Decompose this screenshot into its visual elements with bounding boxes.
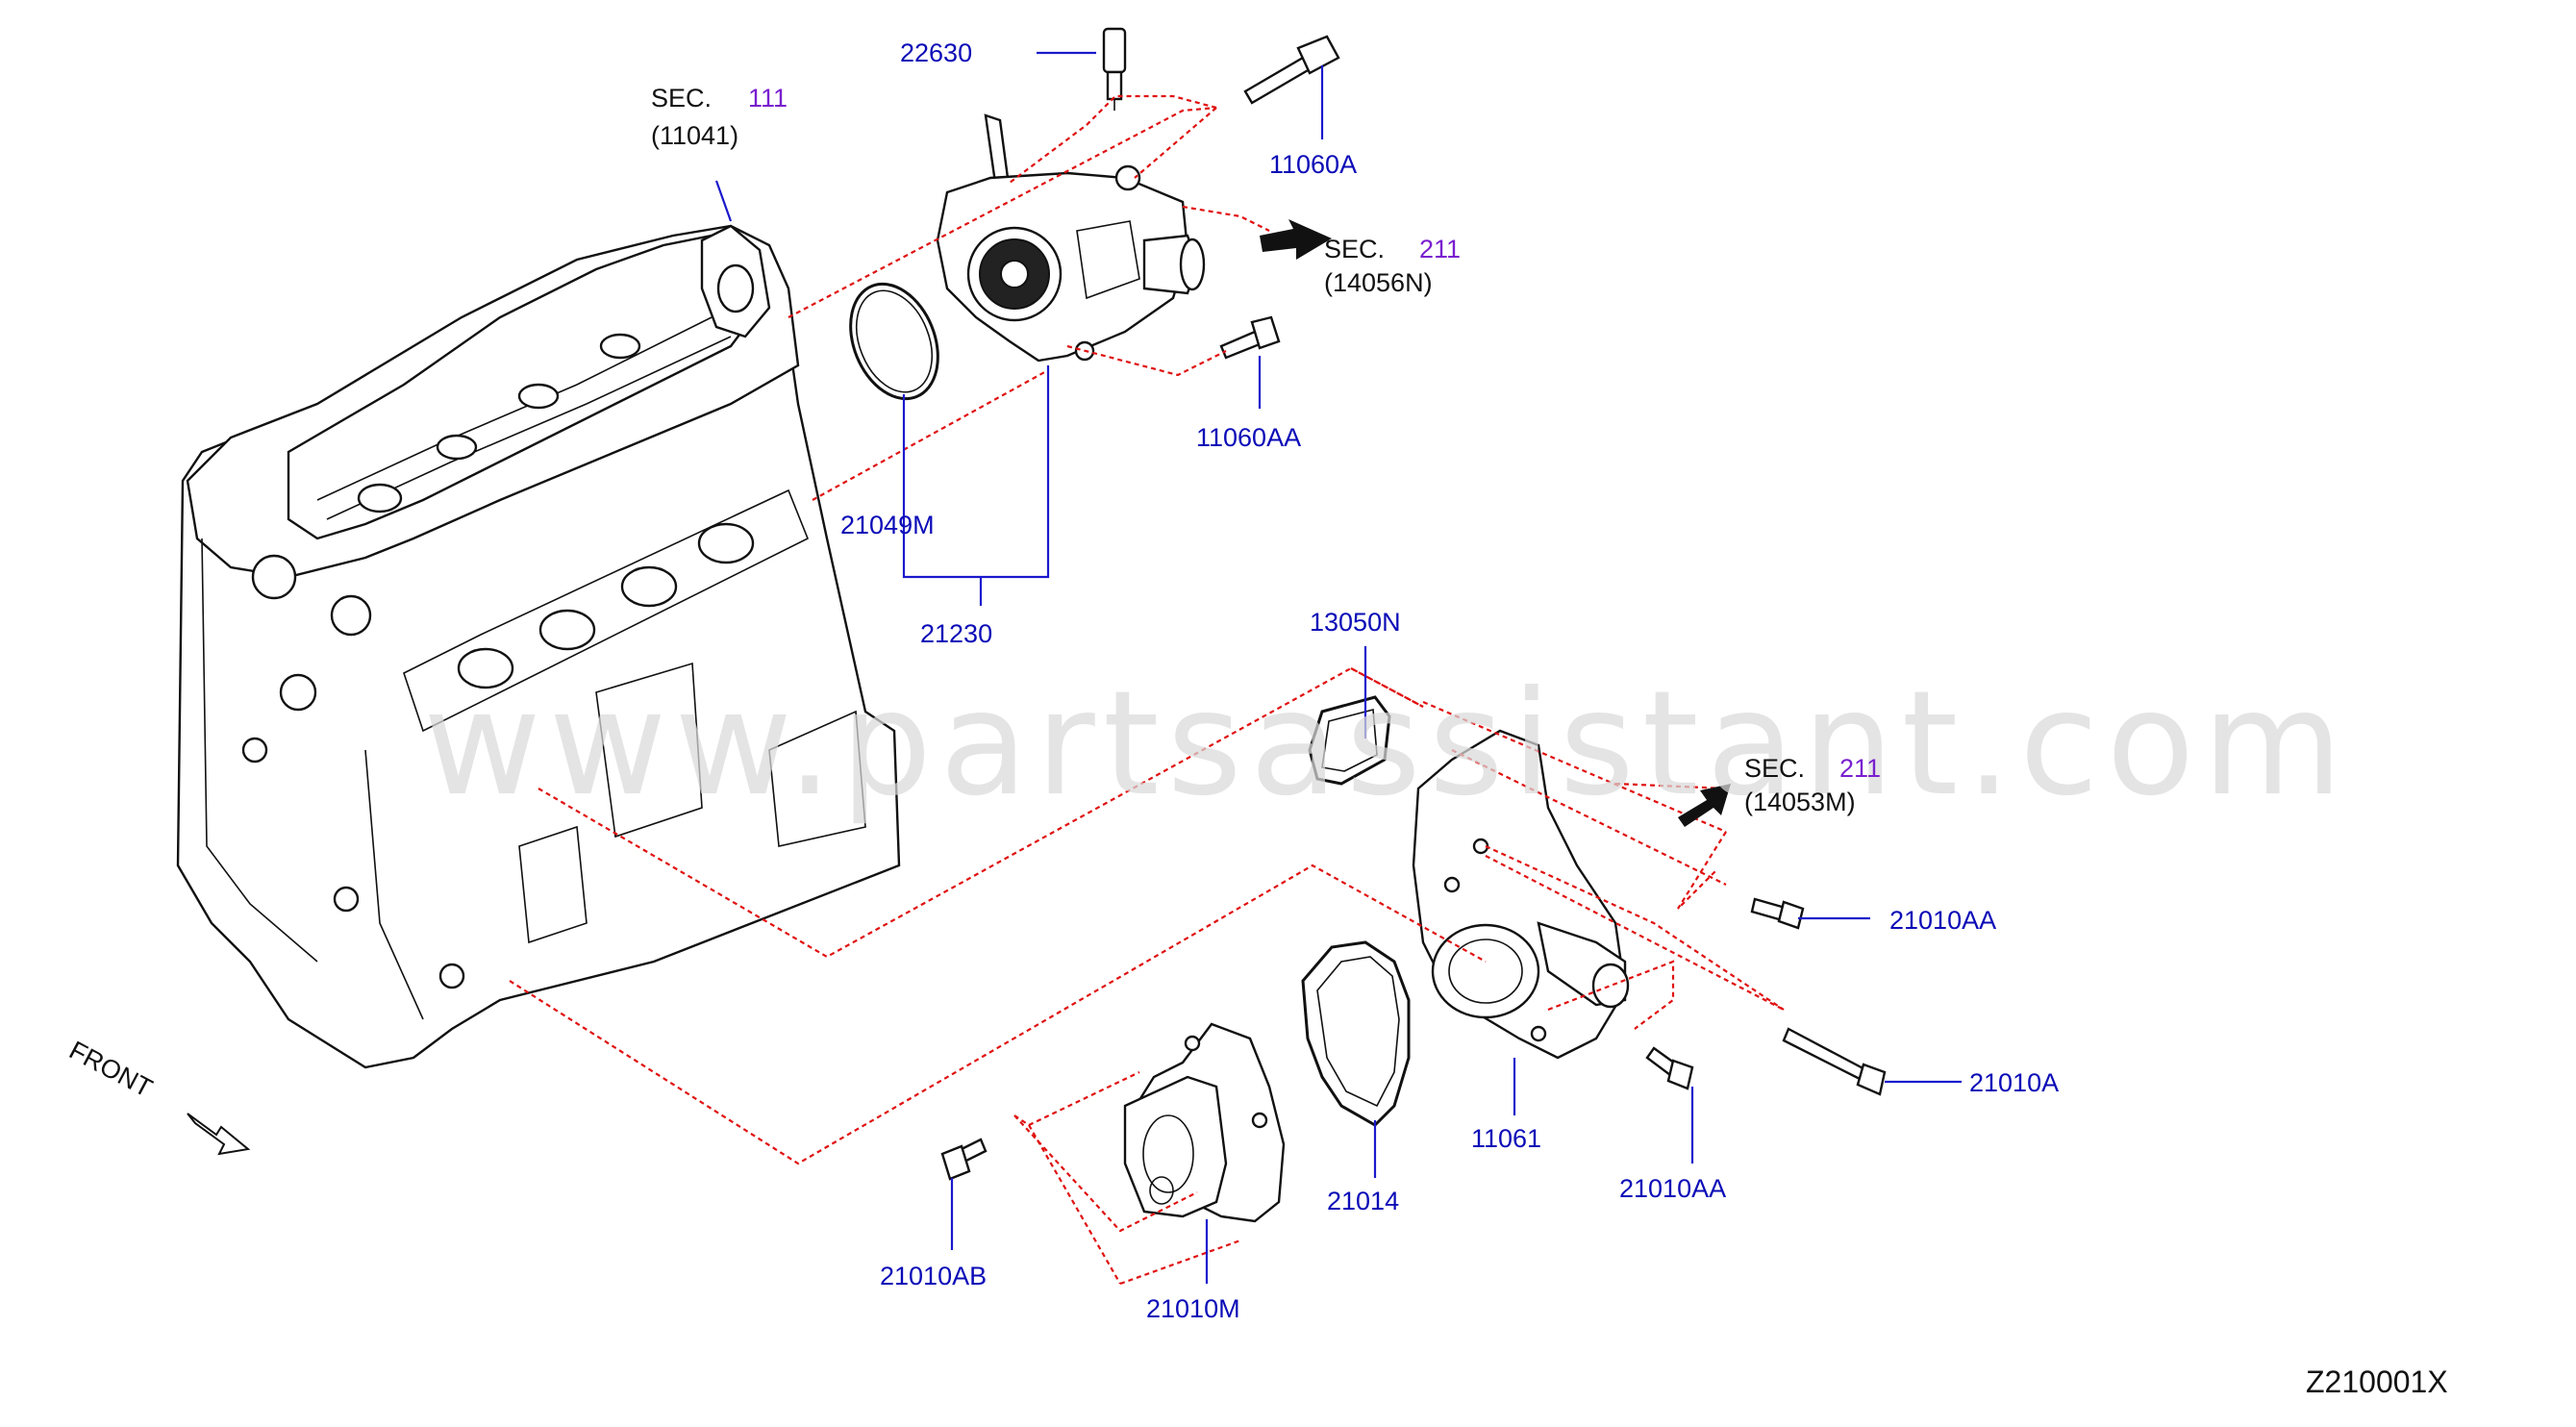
part-label-11060A[interactable]: 11060A [1269, 150, 1357, 179]
sec-prefix: SEC. [1324, 235, 1385, 263]
part-label-21010AB[interactable]: 21010AB [880, 1262, 987, 1290]
part-label-13050N[interactable]: 13050N [1310, 608, 1401, 637]
part-label-21010A[interactable]: 21010A [1969, 1068, 2059, 1097]
watermark-text: www.partsassistant.com [423, 661, 2350, 828]
part-label-21010AA-upper[interactable]: 21010AA [1889, 906, 1996, 935]
sec-number[interactable]: 111 [748, 84, 788, 113]
engine-block-illustration [176, 224, 901, 1069]
bolt-11060A-illustration [1243, 35, 1340, 105]
o-ring-21049M [849, 282, 939, 401]
diagram-id: Z210001X [2306, 1364, 2448, 1399]
sec-code: (11041) [651, 121, 738, 150]
part-label-21049M[interactable]: 21049M [840, 511, 935, 539]
water-pump-housing-illustration [1412, 729, 1630, 1060]
sec-number[interactable]: 211 [1419, 235, 1461, 263]
part-label-21010AA-lower[interactable]: 21010AA [1619, 1174, 1726, 1203]
temperature-sensor-illustration [1102, 27, 1127, 111]
bolt-21010A-illustration [1782, 1027, 1887, 1096]
part-label-22630[interactable]: 22630 [900, 38, 972, 67]
sec-reference-211-upper[interactable]: SEC. 211 (14056N) [1324, 235, 1461, 297]
part-label-11060AA[interactable]: 11060AA [1196, 423, 1301, 452]
sec-prefix: SEC. [1744, 754, 1805, 783]
gasket-13050N-illustration [1308, 695, 1391, 786]
part-label-21010M[interactable]: 21010M [1146, 1294, 1240, 1323]
sec-prefix: SEC. [651, 84, 712, 113]
thermostat-housing-illustration [936, 113, 1206, 363]
sec-reference-111[interactable]: SEC. 111 (11041) [651, 84, 788, 150]
part-label-21230[interactable]: 21230 [920, 619, 992, 648]
front-arrow-icon [187, 1113, 251, 1156]
part-label-11061[interactable]: 11061 [1471, 1124, 1541, 1153]
exhaust-ports [403, 488, 810, 733]
bolt-21010AA-upper-illustration [1750, 897, 1805, 930]
direction-arrow-icon-lower [1678, 784, 1731, 827]
part-label-21014[interactable]: 21014 [1327, 1187, 1399, 1215]
direction-arrow-icon-upper [1260, 219, 1332, 260]
sec-number[interactable]: 211 [1839, 754, 1881, 783]
sec-reference-211-lower[interactable]: SEC. 211 (14053M) [1744, 754, 1881, 816]
bolt-21010AA-lower-illustration [1645, 1046, 1694, 1090]
gasket-21014-illustration [1301, 940, 1411, 1127]
bolt-11060AA-illustration [1219, 315, 1281, 360]
water-pump-illustration [1123, 1022, 1286, 1223]
sec-code: (14053M) [1744, 788, 1856, 816]
label-leaders [714, 51, 1962, 1284]
sec-code: (14056N) [1324, 268, 1433, 297]
front-label: FRONT [64, 1036, 157, 1103]
bolt-21010AB-illustration [940, 1138, 988, 1181]
assembly-guide-lines [509, 94, 1785, 1286]
